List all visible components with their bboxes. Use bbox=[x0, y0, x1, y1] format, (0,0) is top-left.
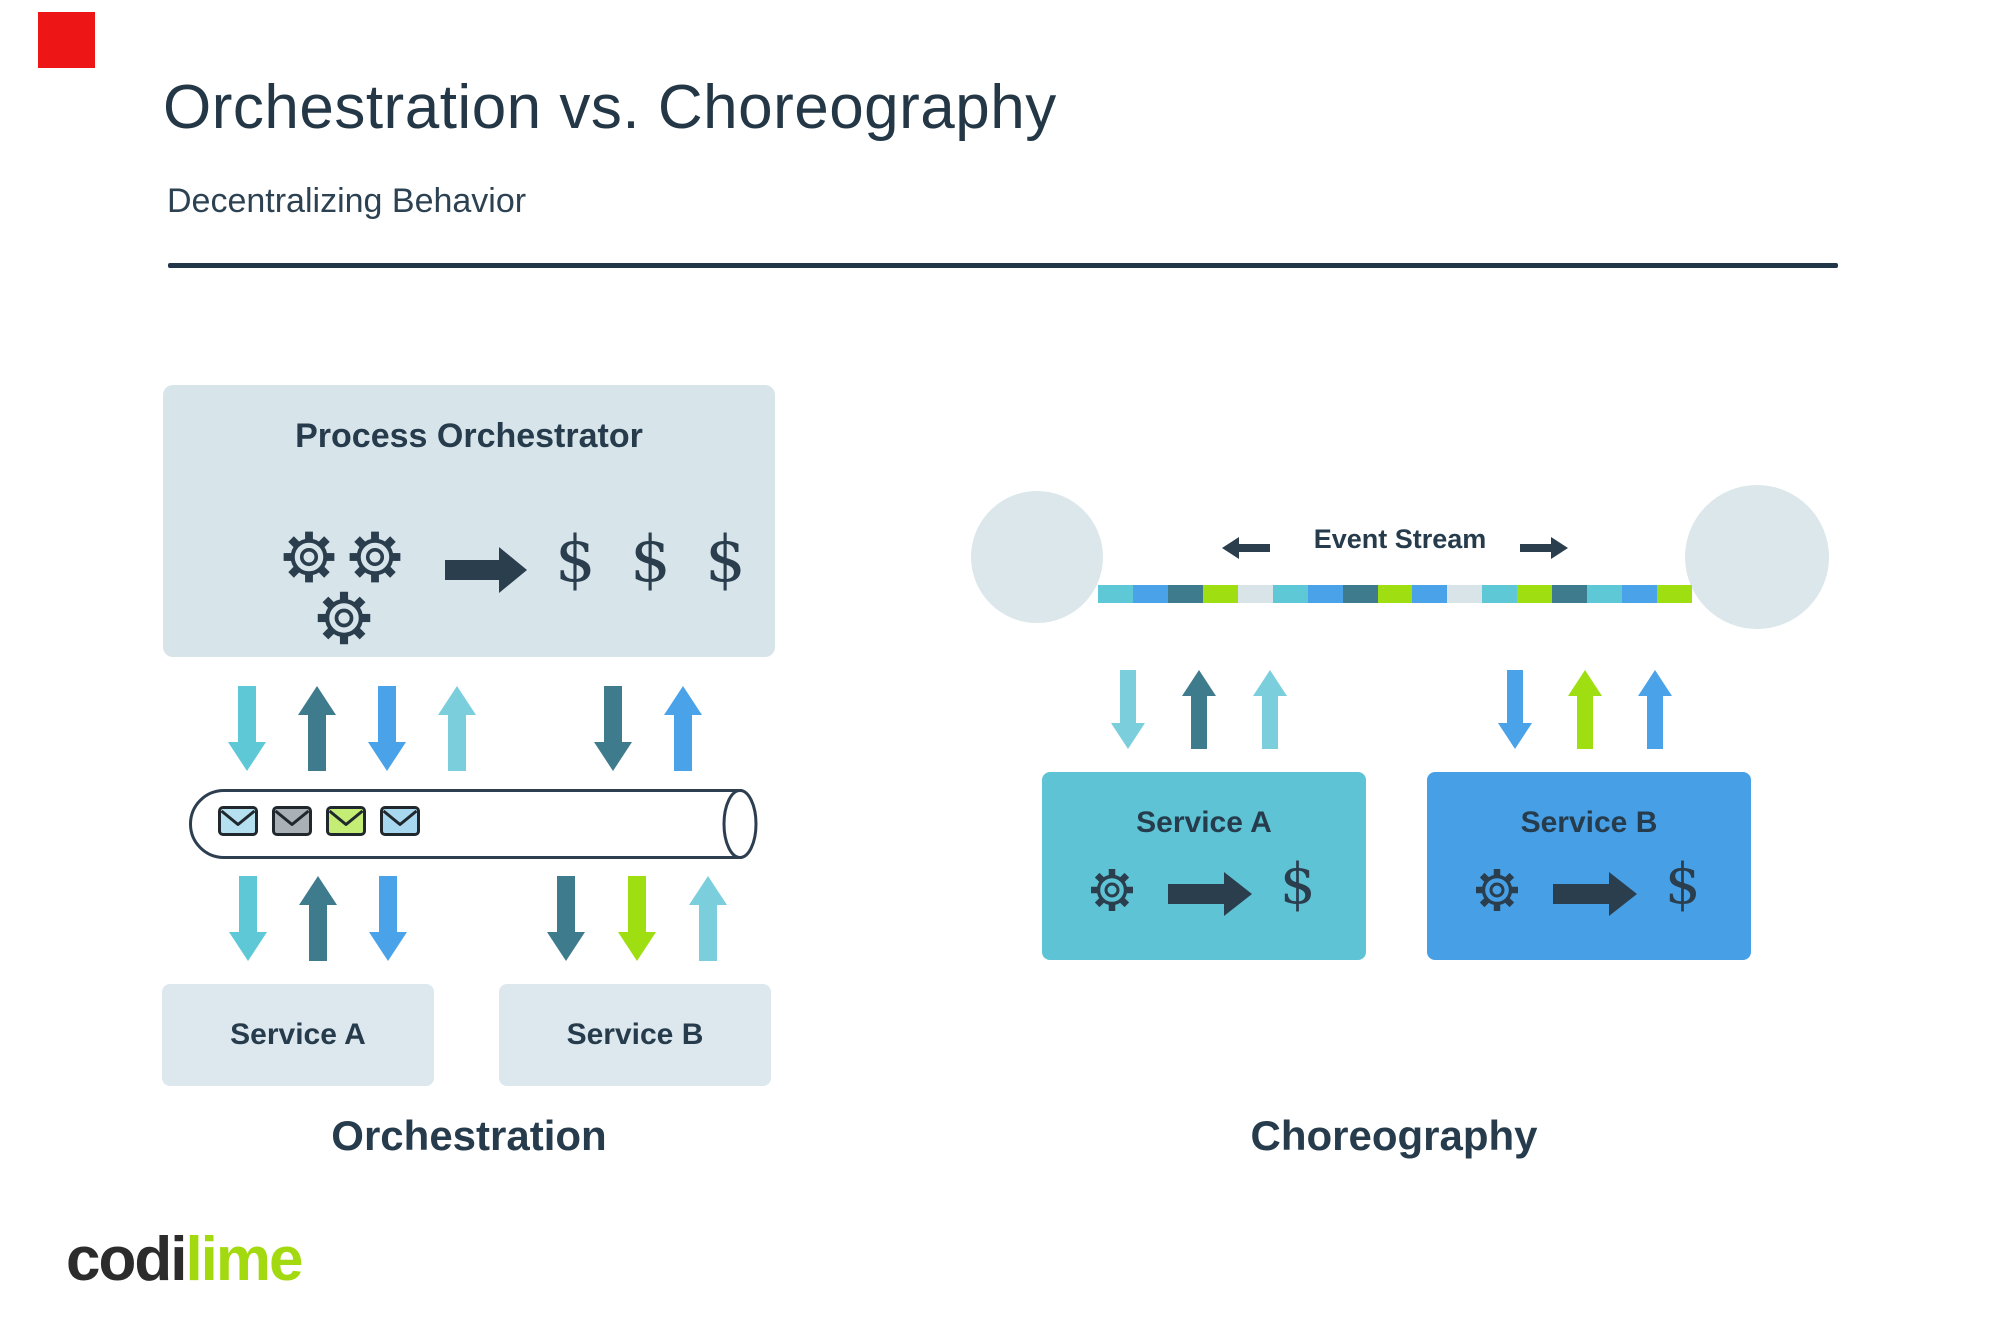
gear-icon bbox=[1473, 866, 1521, 914]
stream-segment bbox=[1447, 585, 1483, 603]
dollar-text: $ bbox=[1280, 852, 1316, 917]
arrow-right-icon bbox=[1520, 537, 1568, 559]
stream-service-b-arrows bbox=[1498, 670, 1672, 750]
stream-segment bbox=[1657, 585, 1692, 603]
gear-icon bbox=[314, 588, 374, 648]
codilime-logo: codilime bbox=[66, 1224, 304, 1295]
stream-segment bbox=[1412, 585, 1448, 603]
stream-segment bbox=[1482, 585, 1518, 603]
stream-service-a-arrows bbox=[1111, 670, 1287, 750]
service-b-label: Service B bbox=[1520, 806, 1658, 839]
arrow-down-icon bbox=[369, 876, 407, 962]
service-b-box-left: Service B bbox=[499, 984, 771, 1086]
dollars-text: $ $ $ bbox=[555, 523, 748, 597]
arrow-up-icon bbox=[1253, 670, 1287, 750]
service-a-label: Service A bbox=[1136, 806, 1272, 839]
arrow-down-icon bbox=[618, 876, 656, 962]
orchestration-caption: Orchestration bbox=[331, 1112, 607, 1159]
arrow-down-icon bbox=[229, 876, 267, 962]
envelope-icon bbox=[326, 806, 366, 841]
event-stream-label: Event Stream bbox=[1313, 524, 1487, 554]
service-b-label: Service B bbox=[566, 1018, 704, 1051]
stream-segment bbox=[1377, 585, 1413, 603]
orchestrator-queue-arrows-left bbox=[228, 686, 476, 772]
stream-segment bbox=[1132, 585, 1168, 603]
envelope-icon bbox=[218, 806, 258, 841]
service-a-box-left: Service A bbox=[162, 984, 434, 1086]
arrow-up-icon bbox=[438, 686, 476, 772]
stream-segment bbox=[1098, 585, 1133, 603]
arrow-right-icon bbox=[1168, 872, 1252, 916]
stream-segment bbox=[1517, 585, 1553, 603]
queue-messages bbox=[218, 806, 420, 841]
stream-segment bbox=[1202, 585, 1238, 603]
stream-segment bbox=[1342, 585, 1378, 603]
arrow-right-icon bbox=[445, 547, 527, 593]
stream-segment bbox=[1237, 585, 1273, 603]
envelope-icon bbox=[272, 806, 312, 841]
service-a-label: Service A bbox=[230, 1018, 366, 1051]
stream-segment bbox=[1552, 585, 1588, 603]
process-orchestrator-box: Process Orchestrator $ $ $ bbox=[163, 385, 775, 657]
process-orchestrator-label: Process Orchestrator bbox=[295, 417, 643, 455]
service-a-box-right: Service A $ bbox=[1042, 772, 1366, 960]
arrow-up-icon bbox=[689, 876, 727, 962]
arrow-left-icon bbox=[1222, 537, 1270, 559]
arrow-down-icon bbox=[594, 686, 632, 772]
logo-part-lime: lime bbox=[185, 1225, 303, 1294]
gear-icon bbox=[1088, 866, 1136, 914]
queue-service-b-arrows bbox=[547, 876, 727, 962]
event-node-circle bbox=[971, 491, 1103, 623]
arrow-down-icon bbox=[1111, 670, 1145, 750]
event-node-circle bbox=[1685, 485, 1829, 629]
event-stream-bar bbox=[1098, 585, 1692, 603]
arrow-up-icon bbox=[1568, 670, 1602, 750]
gear-icon bbox=[280, 528, 338, 586]
arrow-down-icon bbox=[228, 686, 266, 772]
title-divider bbox=[168, 263, 1838, 268]
orchestrator-queue-arrows-right bbox=[594, 686, 702, 772]
arrow-right-icon bbox=[1553, 872, 1637, 916]
choreography-caption: Choreography bbox=[1250, 1112, 1538, 1159]
arrow-up-icon bbox=[1182, 670, 1216, 750]
slide-title: Orchestration vs. Choreography bbox=[163, 73, 1057, 142]
dollar-text: $ bbox=[1665, 852, 1701, 917]
arrow-up-icon bbox=[298, 686, 336, 772]
envelope-icon bbox=[380, 806, 420, 841]
gear-icon bbox=[346, 528, 404, 586]
stream-segment bbox=[1622, 585, 1657, 603]
stream-segment bbox=[1167, 585, 1203, 603]
red-corner-marker bbox=[38, 12, 95, 68]
arrow-down-icon bbox=[368, 686, 406, 772]
stream-segment bbox=[1272, 585, 1308, 603]
arrow-down-icon bbox=[547, 876, 585, 962]
stream-segment bbox=[1587, 585, 1623, 603]
arrow-up-icon bbox=[299, 876, 337, 962]
slide-subtitle: Decentralizing Behavior bbox=[167, 182, 527, 220]
queue-service-a-arrows bbox=[229, 876, 407, 962]
arrow-up-icon bbox=[664, 686, 702, 772]
logo-part-codi: codi bbox=[66, 1225, 187, 1294]
service-b-box-right: Service B $ bbox=[1427, 772, 1751, 960]
arrow-up-icon bbox=[1638, 670, 1672, 750]
arrow-down-icon bbox=[1498, 670, 1532, 750]
stream-segment bbox=[1307, 585, 1343, 603]
